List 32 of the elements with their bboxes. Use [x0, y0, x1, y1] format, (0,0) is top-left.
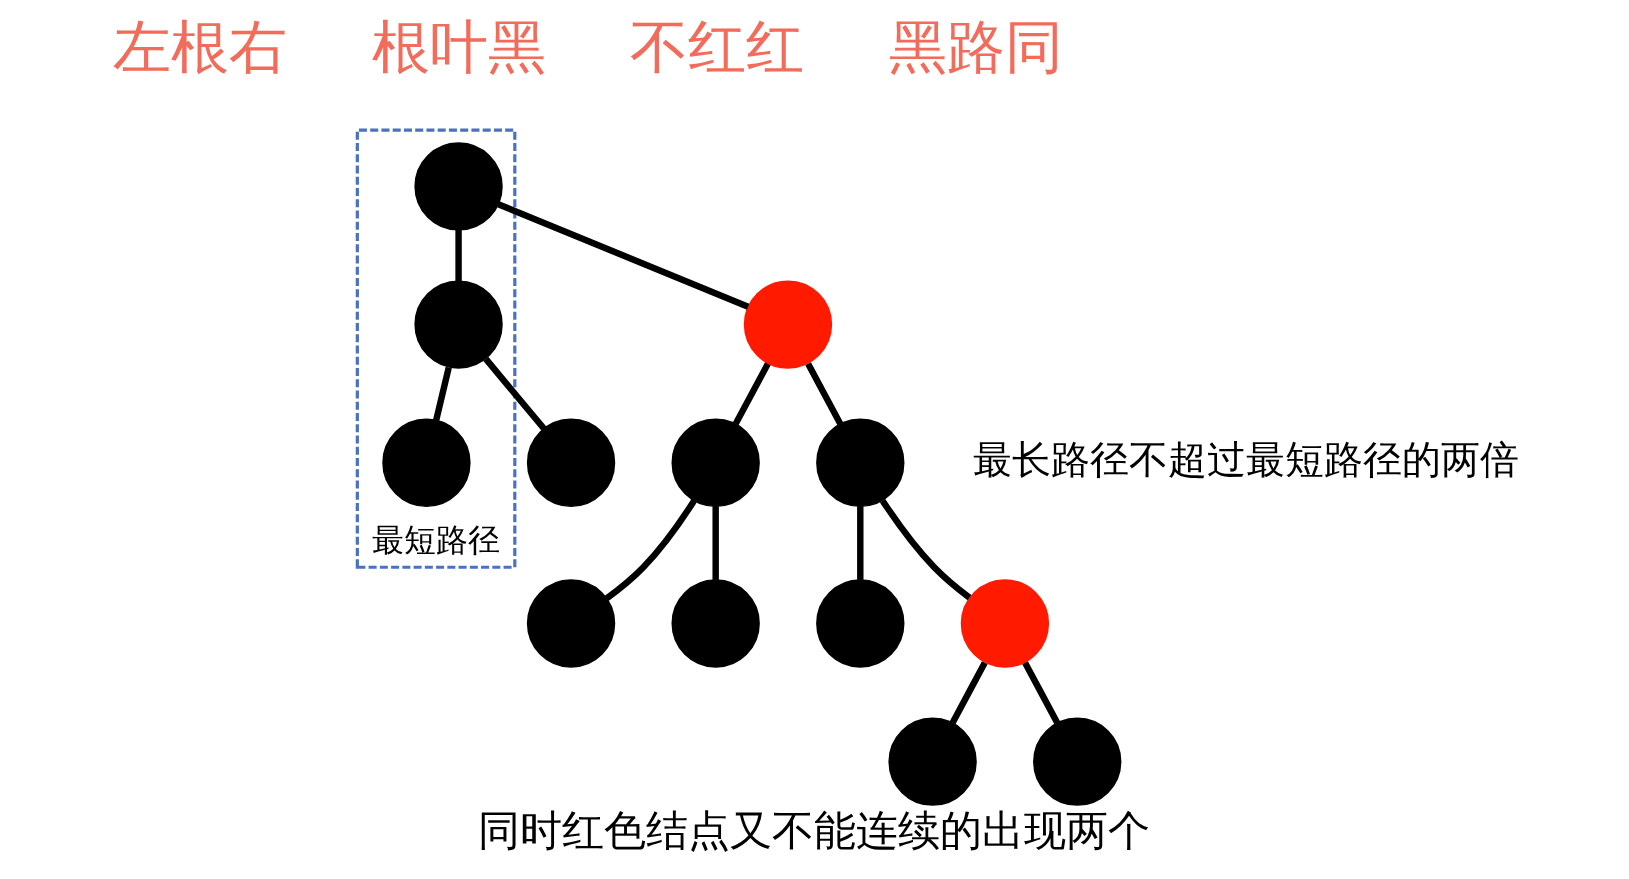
label: 最长路径不超过最短路径的两倍 [972, 436, 1519, 482]
cluster: 最短路径 [355, 128, 517, 569]
connector [732, 362, 771, 426]
connector [1022, 661, 1061, 725]
label: 根叶黑 [371, 13, 546, 82]
node-circle [888, 717, 977, 806]
connector [712, 506, 719, 580]
node-circle [671, 418, 760, 507]
node-circle [526, 579, 616, 668]
connector [949, 661, 988, 725]
label: 不红红 [630, 13, 805, 82]
connector [805, 362, 844, 426]
connector [879, 498, 972, 601]
connector [433, 366, 452, 421]
connector [497, 201, 750, 310]
node-circle [526, 418, 616, 507]
connector [455, 230, 462, 282]
connector [483, 356, 547, 431]
node-circle [414, 142, 503, 231]
label: 黑路同 [888, 13, 1063, 82]
label: 左根右 [112, 13, 287, 82]
node-circle [414, 280, 503, 369]
node-circle [671, 579, 760, 668]
node-circle [960, 579, 1050, 668]
node-circle [1033, 717, 1122, 806]
connector [604, 499, 697, 601]
node-circle [382, 418, 471, 507]
connector [857, 506, 864, 580]
node-circle [816, 579, 905, 668]
node-circle [743, 280, 833, 369]
node-circle [816, 418, 905, 507]
caption: 同时红色结点又不能连续的出现两个 [478, 805, 1151, 855]
